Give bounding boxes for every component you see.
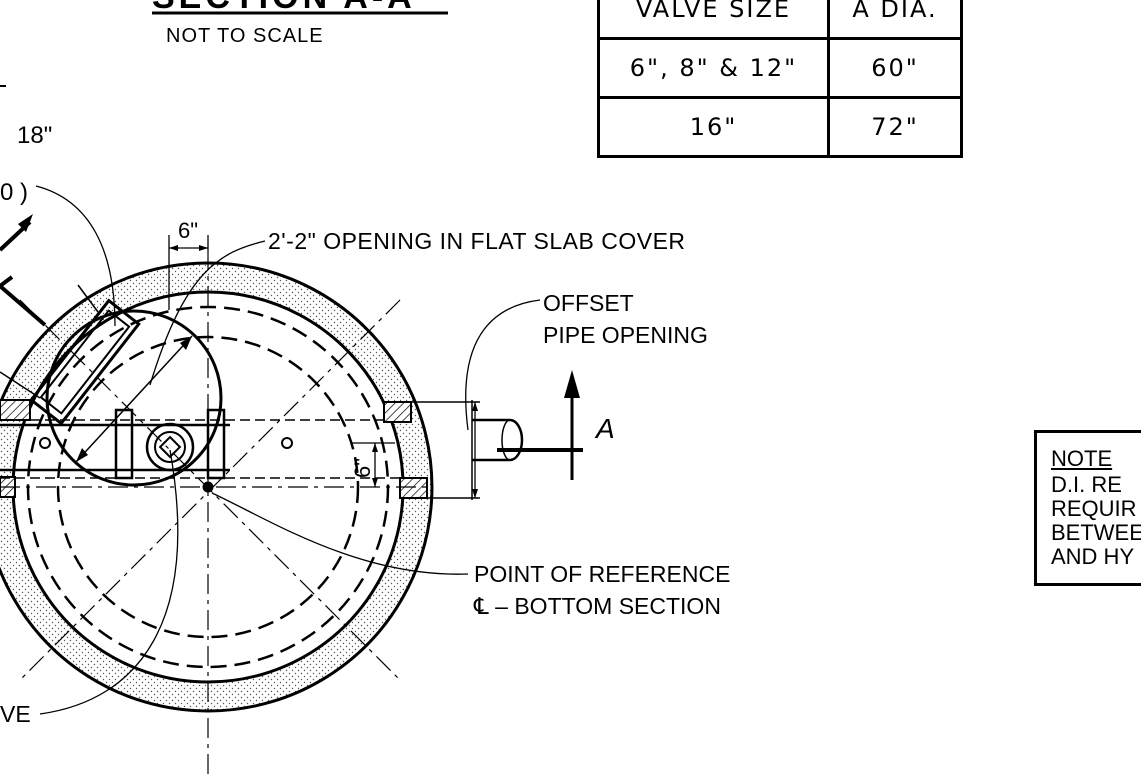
offset-dimension: 6" bbox=[168, 218, 209, 310]
table-cell: 6", 8" & 12" bbox=[597, 37, 830, 99]
offset-callout-line2: PIPE OPENING bbox=[543, 322, 708, 348]
pipe-penetration-right-top bbox=[383, 401, 412, 423]
vertical-offset-label: 6" bbox=[350, 458, 375, 478]
table-cell: 72" bbox=[827, 96, 963, 158]
scale-note: NOT TO SCALE bbox=[166, 25, 324, 47]
note-line: D.I. RE bbox=[1051, 472, 1122, 497]
table-row: 6", 8" & 12" 60" bbox=[597, 37, 963, 99]
table-row: 16" 72" bbox=[597, 96, 963, 158]
vertical-offset-dimension: 6" bbox=[350, 442, 395, 487]
offset-callout-line1: OFFSET bbox=[543, 290, 634, 316]
table-header-valve-size: VALVE SIZE bbox=[597, 0, 830, 40]
opening-callout: 2'-2" OPENING IN FLAT SLAB COVER bbox=[268, 228, 686, 254]
note-line: BETWEE bbox=[1051, 520, 1141, 545]
reference-callout-line2: ℄ – BOTTOM SECTION bbox=[473, 593, 721, 619]
note-line: REQUIR bbox=[1051, 496, 1137, 521]
table-header-a-dia: A DIA. bbox=[827, 0, 963, 40]
table-cell: 60" bbox=[827, 37, 963, 99]
section-title-group: SECTION A-A NOT TO SCALE bbox=[152, 0, 448, 47]
slab-opening-circle bbox=[45, 309, 223, 487]
table-cell: 16" bbox=[597, 96, 830, 158]
section-a-marker: A bbox=[497, 370, 615, 480]
dimension-18-label: 18" bbox=[17, 122, 52, 149]
note-line: AND HY bbox=[1051, 544, 1135, 569]
section-a-label: A bbox=[594, 413, 615, 444]
note-title: NOTE bbox=[1051, 446, 1113, 471]
pipe-run bbox=[0, 400, 524, 500]
partial-paren-label: 0 ) bbox=[0, 179, 28, 206]
table-header-row: VALVE SIZE A DIA. bbox=[597, 0, 963, 40]
reference-callout-line1: POINT OF REFERENCE bbox=[474, 561, 730, 587]
offset-dimension-label: 6" bbox=[178, 218, 198, 243]
leader-lines bbox=[35, 185, 541, 715]
note-box: NOTE D.I. RE REQUIR BETWEE AND HY bbox=[1034, 430, 1141, 586]
valve-size-table: VALVE SIZE A DIA. 6", 8" & 12" 60" 16" 7… bbox=[597, 0, 963, 158]
pipe-penetration-left-top bbox=[0, 399, 31, 421]
valve-callout-partial: VE bbox=[0, 701, 31, 727]
pipe-penetration-right-bottom bbox=[399, 477, 428, 499]
hatch-cover bbox=[29, 298, 141, 426]
